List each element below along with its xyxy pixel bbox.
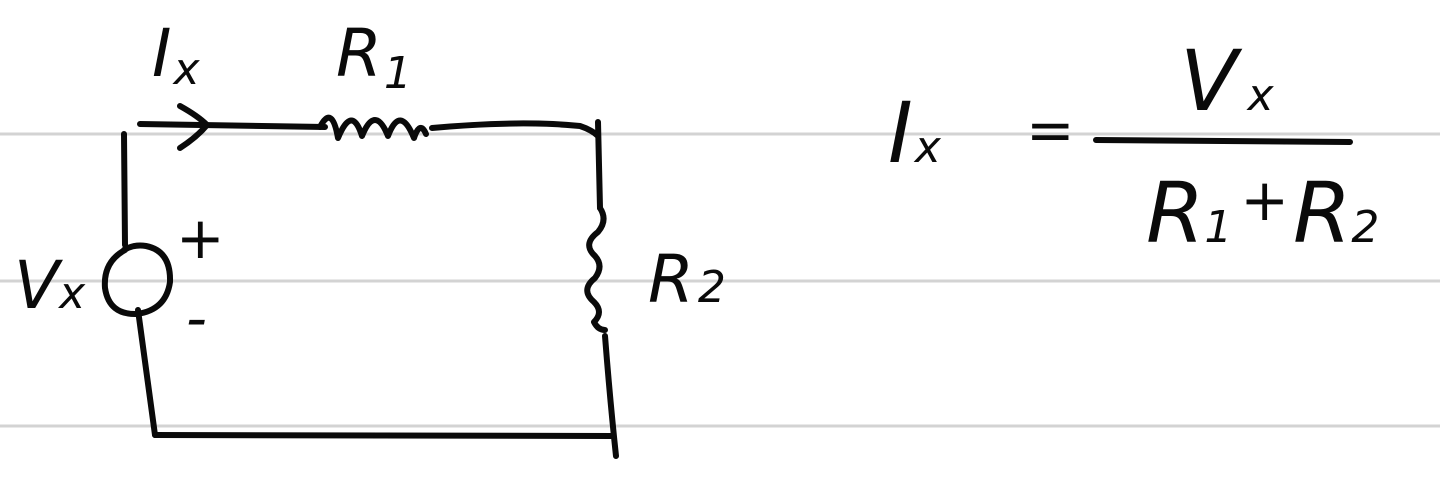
resistor-r2-label: R2	[648, 241, 726, 318]
voltage-source-circle	[101, 242, 174, 318]
wire-left-bottom	[135, 307, 158, 438]
current-label: Ix	[152, 15, 200, 95]
resistor-r1	[317, 114, 429, 141]
resistor-r1-label: R1	[336, 15, 412, 99]
wire-right-top	[595, 119, 603, 211]
voltage-source-label: Vx	[14, 247, 86, 324]
minus-sign: -	[186, 284, 207, 352]
wire-top-right	[429, 120, 601, 139]
resistor-r2	[584, 205, 608, 333]
wire-bottom	[152, 432, 615, 439]
equation-denominator: R1+R2	[1146, 164, 1379, 262]
wire-right-bottom	[602, 333, 619, 459]
fraction-bar	[1093, 137, 1353, 145]
circuit-diagram: Ix R1 R2 Vx + -	[14, 15, 726, 459]
equals-sign: =	[1026, 96, 1075, 164]
wire-top-left	[137, 121, 328, 130]
plus-sign: +	[176, 204, 225, 272]
current-arrow	[177, 103, 210, 151]
equation-lhs: Ix	[888, 84, 942, 182]
wire-left-top	[121, 131, 128, 248]
